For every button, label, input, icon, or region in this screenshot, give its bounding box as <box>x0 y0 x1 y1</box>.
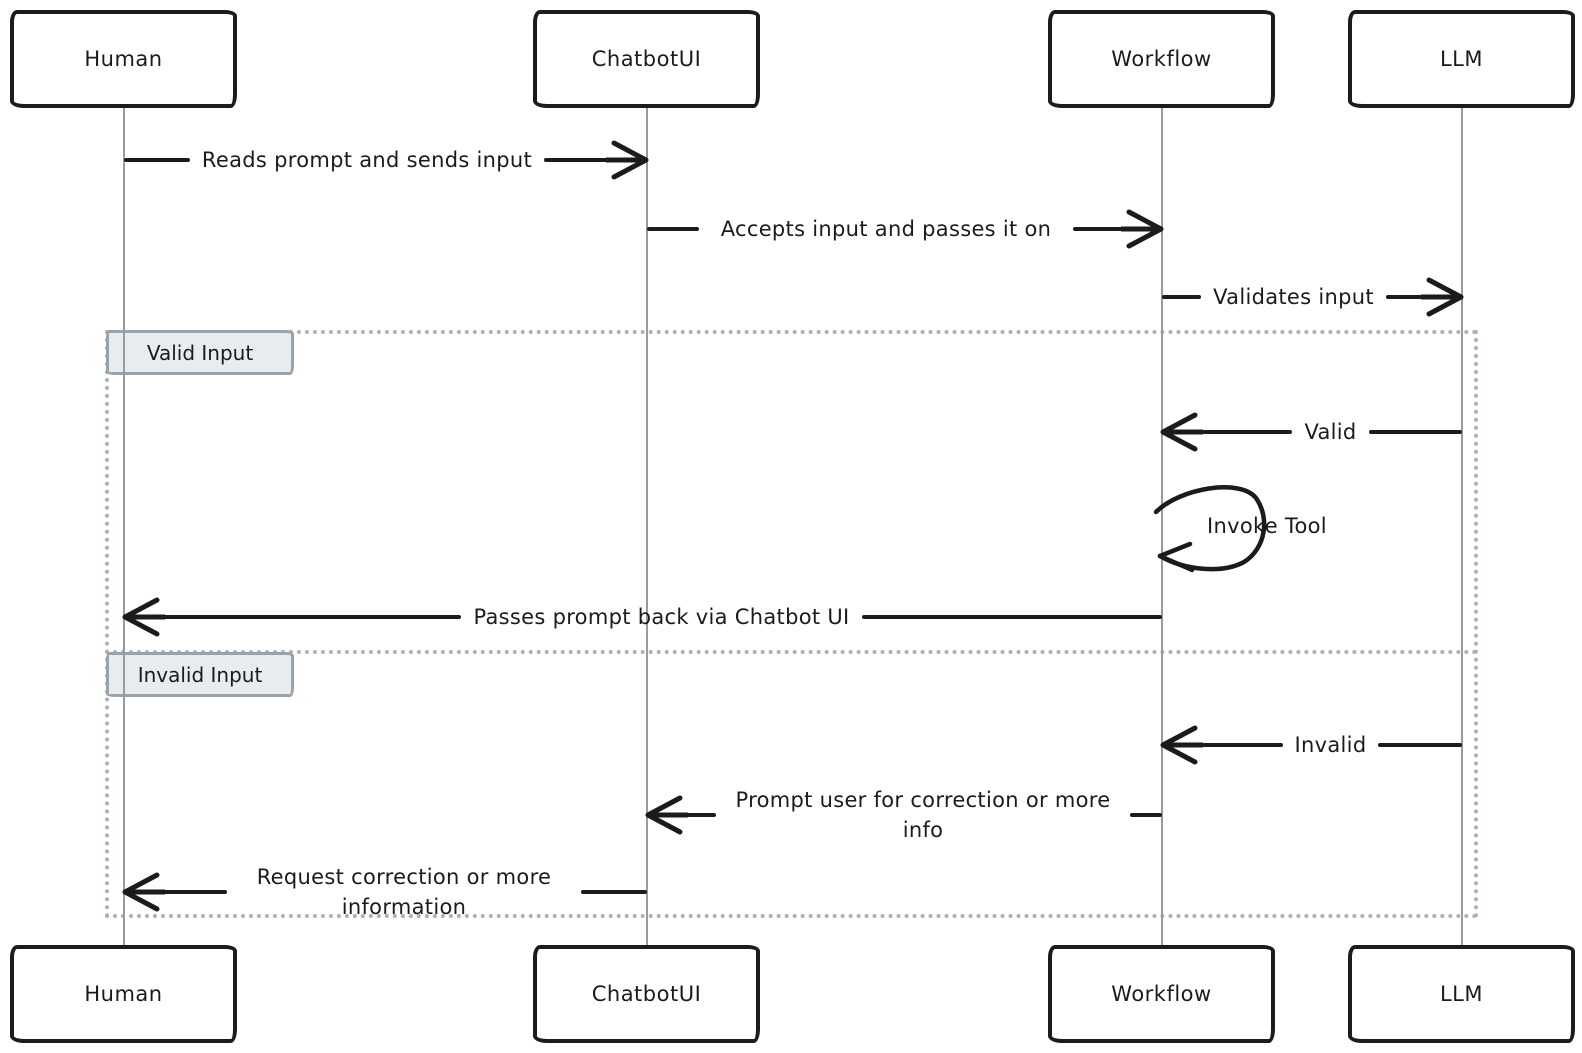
actor-human-top: Human <box>10 10 237 108</box>
actor-workflow-top: Workflow <box>1048 10 1275 108</box>
actor-label: ChatbotUI <box>591 982 702 1006</box>
message-line <box>684 813 716 817</box>
message-line <box>1162 295 1202 299</box>
arrowhead-left-icon <box>1160 725 1203 765</box>
alt-section-label-text: Valid Input <box>146 340 254 365</box>
message-label: Invalid <box>1294 733 1367 757</box>
message-label: Validates input <box>1213 285 1374 309</box>
message-passes-prompt-back: Passes prompt back via Chatbot UI <box>122 595 1163 639</box>
message-line <box>1199 430 1293 434</box>
actor-human-bottom: Human <box>10 945 237 1043</box>
message-line <box>581 890 647 894</box>
message-line <box>861 615 1163 619</box>
message-reads-prompt: Reads prompt and sends input <box>124 138 649 182</box>
arrowhead-left-icon <box>645 795 688 835</box>
actor-label: ChatbotUI <box>591 47 702 71</box>
actor-label: LLM <box>1439 982 1484 1006</box>
message-label: Passes prompt back via Chatbot UI <box>473 605 850 629</box>
message-line <box>1378 743 1462 747</box>
actor-label: LLM <box>1439 47 1484 71</box>
message-line <box>1199 743 1283 747</box>
arrowhead-left-icon <box>122 597 165 637</box>
message-prompt-user-correction: Prompt user for correction or more info <box>645 783 1162 847</box>
message-validates-input: Validates input <box>1162 275 1464 319</box>
actor-label: Human <box>84 47 163 71</box>
message-label: Request correction or more information <box>256 865 552 919</box>
message-line <box>124 158 190 162</box>
message-accepts-input: Accepts input and passes it on <box>647 197 1164 261</box>
actor-workflow-bottom: Workflow <box>1048 945 1275 1043</box>
lifeline-llm <box>1461 108 1463 945</box>
message-label: Invoke Tool <box>1207 514 1327 538</box>
lifeline-workflow <box>1161 108 1163 945</box>
message-line <box>1130 813 1162 817</box>
actor-llm-bottom: LLM <box>1348 945 1575 1043</box>
actor-llm-top: LLM <box>1348 10 1575 108</box>
message-line <box>1368 430 1463 434</box>
message-line <box>1385 295 1426 299</box>
actor-chatbotui-top: ChatbotUI <box>533 10 760 108</box>
actor-chatbotui-bottom: ChatbotUI <box>533 945 760 1043</box>
message-line <box>1073 227 1125 231</box>
message-label: Prompt user for correction or more info <box>735 788 1111 842</box>
message-line <box>161 615 462 619</box>
message-line <box>161 890 227 894</box>
arrowhead-left-icon <box>1160 412 1203 452</box>
lifeline-human <box>123 108 125 945</box>
message-label: Reads prompt and sends input <box>201 148 533 172</box>
message-label: Accepts input and passes it on <box>720 217 1052 241</box>
actor-label: Human <box>84 982 163 1006</box>
message-invalid: Invalid <box>1160 723 1462 767</box>
self-loop-invoke-tool <box>1153 485 1267 573</box>
message-line <box>647 227 699 231</box>
alt-section-label-invalid: Invalid Input <box>106 652 294 697</box>
alt-section-label-text: Invalid Input <box>137 662 263 687</box>
lifeline-chatbotui <box>646 108 648 945</box>
arrowhead-right-icon <box>606 140 649 180</box>
actor-label: Workflow <box>1111 47 1212 71</box>
arrowhead-right-icon <box>1421 277 1464 317</box>
message-valid: Valid <box>1160 410 1463 454</box>
arrowhead-left-icon <box>122 872 165 912</box>
message-label: Valid <box>1304 420 1357 444</box>
alt-frame-section-divider <box>105 650 1478 654</box>
message-line <box>544 158 610 162</box>
arrowhead-right-icon <box>1121 209 1164 249</box>
alt-frame <box>105 330 1478 918</box>
actor-label: Workflow <box>1111 982 1212 1006</box>
message-request-correction: Request correction or more information <box>122 860 647 924</box>
alt-section-label-valid: Valid Input <box>106 330 294 375</box>
